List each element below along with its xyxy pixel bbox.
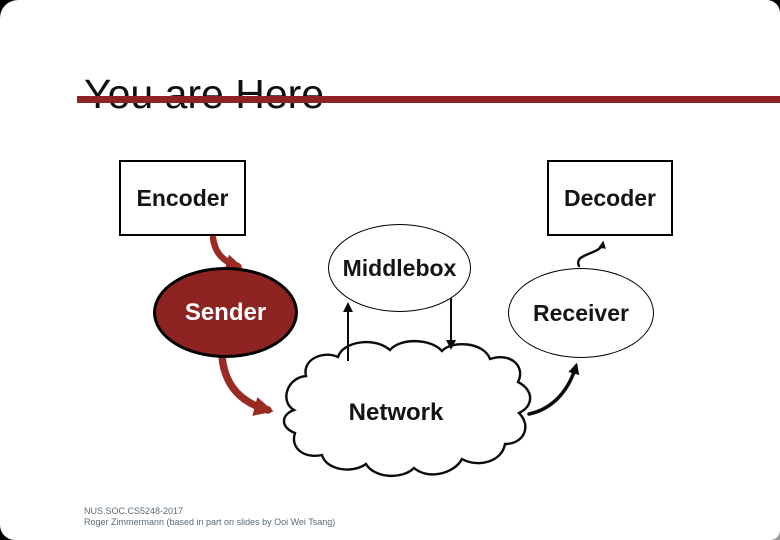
edge-network-receiver [527, 362, 580, 416]
edge-receiver-decoder [577, 240, 606, 268]
network-label: Network [348, 399, 444, 426]
middlebox-node: Middlebox [328, 224, 471, 312]
slide-corner-bottom-left [0, 525, 15, 540]
middlebox-label: Middlebox [342, 254, 457, 281]
sender-label: Sender [184, 298, 267, 326]
slide-corner-top-left [0, 0, 18, 18]
decoder-label: Decoder [563, 184, 657, 211]
slide-corner-bottom-right [770, 530, 780, 540]
slide-title: You are Here [84, 71, 325, 118]
receiver-node: Receiver [508, 268, 654, 358]
encoder-label: Encoder [136, 184, 229, 211]
slide-corner-top-right [767, 0, 780, 13]
decoder-node: Decoder [547, 160, 673, 236]
slide-footer: NUS.SOC.CS5248-2017 Roger Zimmermann (ba… [84, 506, 335, 528]
footer-attribution: Roger Zimmermann (based in part on slide… [84, 517, 336, 527]
receiver-label: Receiver [533, 299, 629, 326]
sender-node: Sender [153, 267, 298, 358]
footer-course-code: NUS.SOC.CS5248-2017 [84, 506, 184, 516]
title-underline-rule [77, 96, 780, 103]
encoder-node: Encoder [119, 160, 246, 236]
edge-sender-network [218, 352, 274, 416]
edge-encoder-sender [209, 234, 243, 271]
